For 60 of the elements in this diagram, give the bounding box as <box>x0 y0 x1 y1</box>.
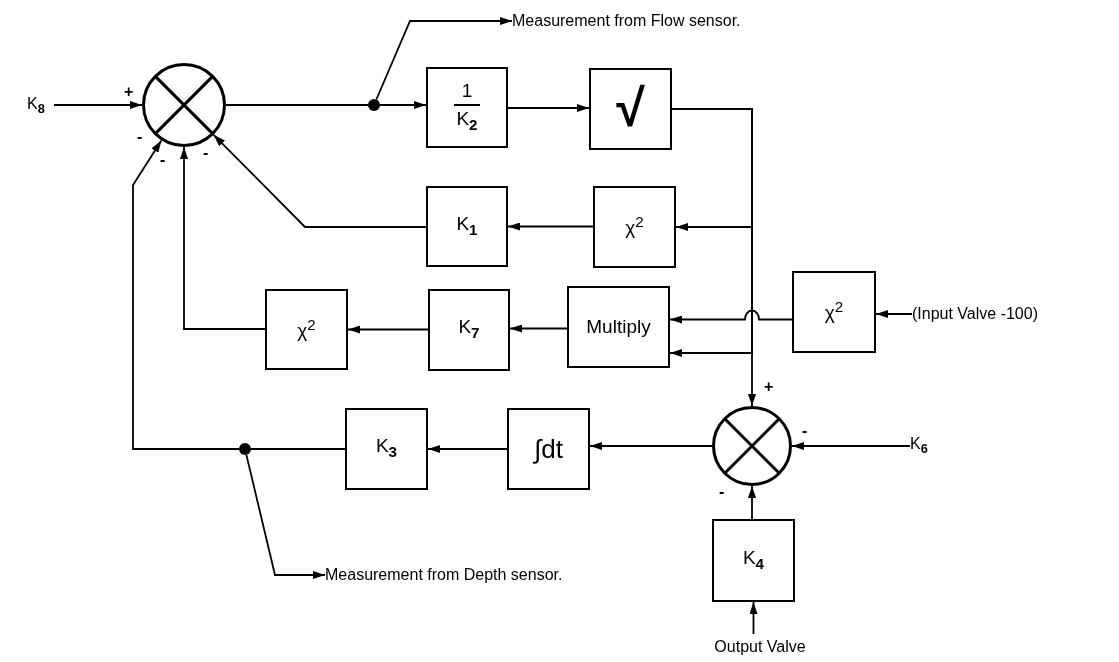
sign-label: - <box>160 152 166 168</box>
block-box <box>712 519 795 602</box>
sign-label: + <box>764 379 774 395</box>
signal-text: Measurement from Flow sensor. <box>512 12 741 30</box>
gain-label: Multiply <box>586 316 651 338</box>
signal-arrow <box>53 101 143 109</box>
signal-text: K$_{6}$ <box>910 435 928 457</box>
block-box <box>589 68 672 150</box>
block-box <box>428 289 510 371</box>
signal-arrow <box>507 104 590 112</box>
signal-arrow <box>589 442 713 450</box>
gain-label: K$_{4}$ <box>742 548 765 573</box>
signal-arrow <box>347 325 429 334</box>
summing-junction <box>142 63 226 147</box>
gain-label: χ$^{2}$ <box>824 299 844 325</box>
square-root-symbol: √ <box>616 80 645 138</box>
signal-text: Measurement from Depth sensor. <box>325 566 563 584</box>
sign-label: - <box>137 129 143 145</box>
junction-dot <box>368 99 380 111</box>
signal-arrow <box>748 485 756 520</box>
sign-label: - <box>203 145 209 161</box>
sign-label: + <box>124 84 134 100</box>
gain-label: χ$^{2}$ <box>625 214 644 240</box>
junction-dot <box>239 443 251 455</box>
block-box <box>593 186 676 268</box>
signal-arrow <box>509 324 568 333</box>
block-box <box>265 289 348 370</box>
signal-arrow <box>212 133 427 228</box>
signal-line <box>250 448 346 450</box>
summing-junction <box>712 406 792 486</box>
signal-arrow <box>875 310 913 318</box>
sign-label: - <box>802 423 808 439</box>
sign-label: - <box>719 484 725 500</box>
signal-arrow <box>180 146 266 330</box>
signal-arrow <box>132 139 240 450</box>
block-box <box>426 186 508 267</box>
block-box <box>792 271 876 353</box>
signal-arrow <box>507 222 594 231</box>
gain-label: K$_{7}$ <box>458 317 480 343</box>
numerator: 1 <box>453 80 481 107</box>
signal-text: K$_{8}$ <box>27 95 45 117</box>
signal-arrow <box>375 17 513 101</box>
signal-arrow <box>245 453 326 579</box>
signal-arrow <box>791 442 911 450</box>
block-box <box>426 67 508 148</box>
gain-label: K$_{3}$ <box>375 436 398 462</box>
integral-label: ∫dt <box>534 434 563 464</box>
gain-label: χ$^{2}$ <box>297 316 316 343</box>
signal-arrow <box>669 309 793 324</box>
signal-text: Output Valve <box>714 638 806 656</box>
signal-arrow <box>749 601 758 635</box>
block-box <box>507 408 590 490</box>
block-box <box>567 286 670 368</box>
block-box <box>345 408 428 490</box>
denominator: K$_{2}$ <box>456 109 478 135</box>
signal-text: (Input Valve -100) <box>912 305 1038 323</box>
signal-line <box>225 104 369 106</box>
gain-label: K$_{1}$ <box>456 214 478 239</box>
signal-arrow <box>427 445 508 453</box>
signal-arrow <box>379 101 427 109</box>
